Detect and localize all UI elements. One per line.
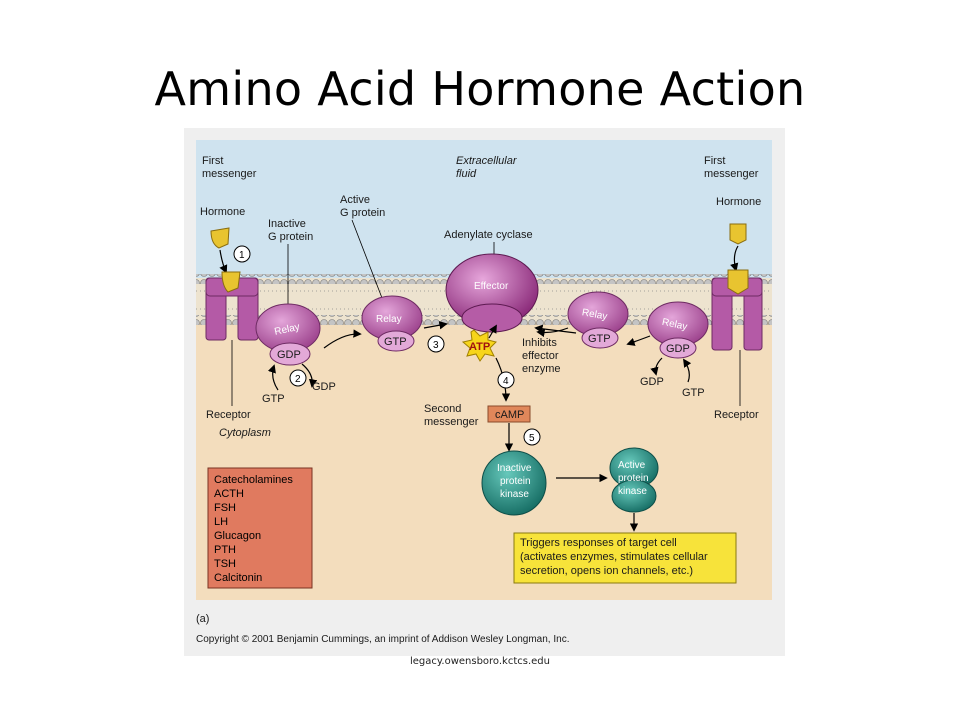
triggers-line-2: (activates enzymes, stimulates cellular bbox=[520, 551, 708, 563]
inactive-g-protein-label-2: G protein bbox=[268, 231, 313, 243]
inhibits-label-3: enzyme bbox=[522, 363, 561, 375]
left-g-protein bbox=[255, 303, 321, 366]
left-first-messenger-2: messenger bbox=[202, 168, 257, 180]
inhibits-label-1: Inhibits bbox=[522, 337, 557, 349]
inactive-protein-kinase bbox=[481, 450, 547, 516]
left-receptor-label: Receptor bbox=[206, 409, 251, 421]
middle-gtp-inner: GTP bbox=[384, 336, 407, 348]
left-hormone-molecule bbox=[210, 227, 230, 249]
left-gtp-in: GTP bbox=[262, 393, 285, 405]
triggers-box bbox=[513, 532, 737, 584]
hormone-item: PTH bbox=[214, 544, 236, 556]
hormone-item: ACTH bbox=[214, 488, 244, 500]
step-4-number: 4 bbox=[503, 376, 509, 387]
hormone-list: Catecholamines ACTH FSH LH Glucagon PTH … bbox=[214, 474, 293, 584]
active-g-protein-label-2: G protein bbox=[340, 207, 385, 219]
left-gdp-out: GDP bbox=[312, 381, 336, 393]
step-3-marker bbox=[427, 335, 445, 353]
left-relay-label: Relay bbox=[273, 322, 300, 338]
second-messenger-label-1: Second bbox=[424, 403, 461, 415]
right-hormone-molecule bbox=[729, 223, 747, 245]
active-protein-kinase bbox=[609, 447, 659, 513]
triggers-line-3: secretion, opens ion channels, etc.) bbox=[520, 565, 693, 577]
active-g-protein-label-1: Active bbox=[340, 194, 370, 206]
effector-enzyme bbox=[445, 253, 539, 333]
hormone-item: FSH bbox=[214, 502, 236, 514]
left-receptor bbox=[205, 271, 259, 341]
inactive-kinase-label-1: Inactive bbox=[497, 463, 532, 474]
atp-label: ATP bbox=[469, 341, 490, 353]
inactive-g-protein-label-1: Inactive bbox=[268, 218, 306, 230]
inactive-kinase-label-2: protein bbox=[500, 476, 531, 487]
middle-relay-label: Relay bbox=[376, 314, 402, 325]
hormone-item: LH bbox=[214, 516, 228, 528]
hormone-list-box bbox=[207, 467, 313, 589]
step-4-marker bbox=[497, 371, 515, 389]
atp-burst bbox=[461, 329, 497, 362]
triggers-line-1: Triggers responses of target cell bbox=[520, 537, 677, 549]
copyright-text: Copyright © 2001 Benjamin Cummings, an i… bbox=[196, 634, 569, 645]
left-hormone-label: Hormone bbox=[200, 206, 245, 218]
effector-label: Effector bbox=[474, 281, 509, 292]
hormone-item: Glucagon bbox=[214, 530, 261, 542]
right-receptor-label: Receptor bbox=[714, 409, 759, 421]
camp-box bbox=[487, 405, 531, 423]
step-1-marker bbox=[233, 245, 251, 263]
hormone-item: Calcitonin bbox=[214, 572, 262, 584]
step-5-marker bbox=[523, 428, 541, 446]
active-kinase-label-1: Active bbox=[618, 460, 646, 471]
right-relay-b-label: Relay bbox=[661, 317, 688, 333]
active-kinase-label-2: protein bbox=[618, 473, 649, 484]
left-first-messenger-1: First bbox=[202, 155, 223, 167]
step-2-number: 2 bbox=[295, 374, 301, 385]
camp-label: cAMP bbox=[495, 409, 524, 421]
right-hormone-label: Hormone bbox=[716, 196, 761, 208]
right-gtp-inner: GTP bbox=[588, 333, 611, 345]
source-caption: legacy.owensboro.kctcs.edu bbox=[410, 656, 550, 667]
adenylate-cyclase-label: Adenylate cyclase bbox=[444, 229, 533, 241]
right-relay-a-label: Relay bbox=[581, 307, 608, 322]
extracellular-label-1: Extracellular bbox=[456, 155, 518, 167]
slide-title: Amino Acid Hormone Action bbox=[154, 62, 806, 116]
cytoplasm-label: Cytoplasm bbox=[219, 427, 271, 439]
extracellular-label-2: fluid bbox=[456, 168, 477, 180]
inactive-kinase-label-3: kinase bbox=[500, 489, 529, 500]
right-gdp-inner: GDP bbox=[666, 343, 690, 355]
left-gdp-inner: GDP bbox=[277, 349, 301, 361]
active-kinase-label-3: kinase bbox=[618, 486, 647, 497]
panel-label: (a) bbox=[196, 613, 209, 625]
hormone-item: Catecholamines bbox=[214, 474, 293, 486]
step-1-number: 1 bbox=[239, 250, 245, 261]
hormone-action-diagram: Extracellular fluid Cytoplasm First mess… bbox=[184, 128, 785, 656]
second-messenger-label-2: messenger bbox=[424, 416, 479, 428]
right-first-messenger-2: messenger bbox=[704, 168, 759, 180]
right-g-protein-inactive bbox=[647, 301, 709, 359]
right-gdp-out: GDP bbox=[640, 376, 664, 388]
right-first-messenger-1: First bbox=[704, 155, 725, 167]
step-3-number: 3 bbox=[433, 340, 439, 351]
right-gtp-in: GTP bbox=[682, 387, 705, 399]
inhibits-label-2: effector bbox=[522, 350, 559, 362]
step-5-number: 5 bbox=[529, 433, 535, 444]
active-g-protein bbox=[361, 295, 423, 352]
right-receptor bbox=[711, 269, 763, 351]
step-2-marker bbox=[289, 369, 307, 387]
hormone-item: TSH bbox=[214, 558, 236, 570]
right-g-protein-active bbox=[567, 291, 629, 349]
